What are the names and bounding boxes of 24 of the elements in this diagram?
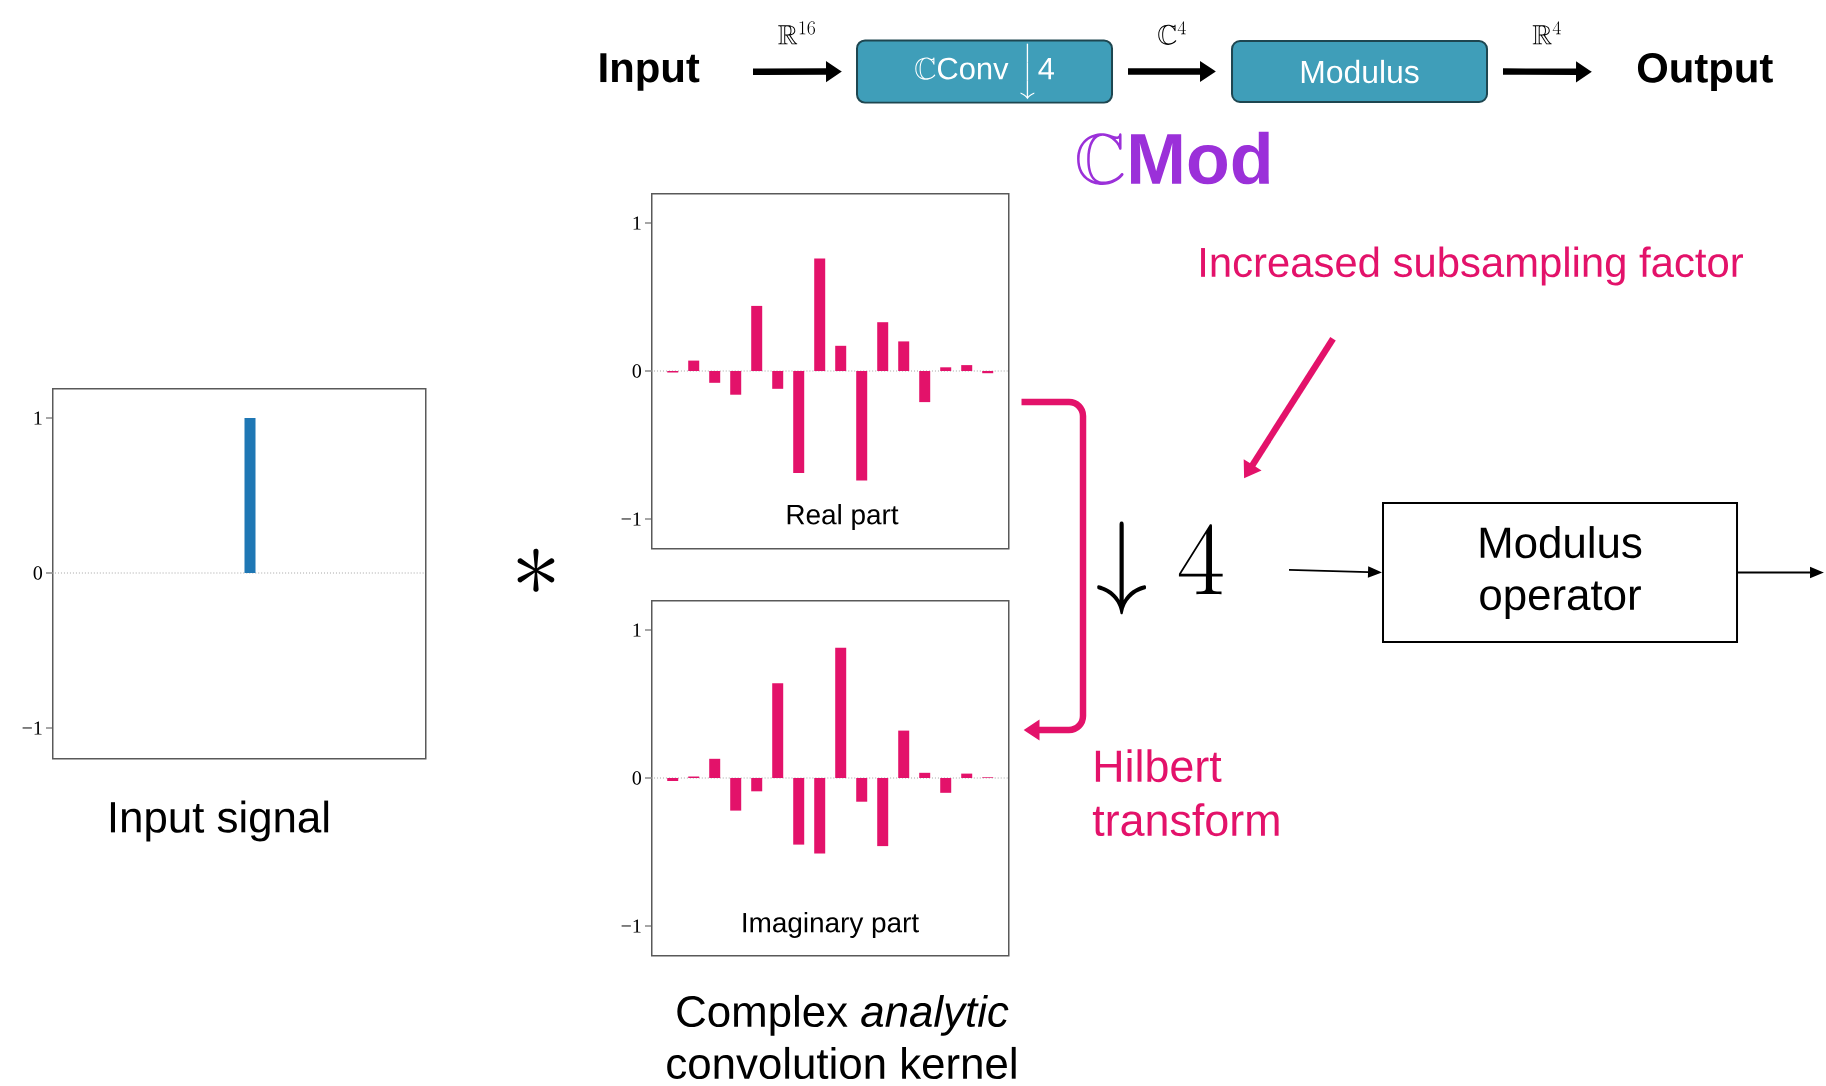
tick-label: −1: [621, 512, 641, 526]
flow-label: Output: [1637, 53, 1773, 91]
tick-label: 1: [633, 216, 641, 230]
edge-label: Hilbert transform: [1092, 749, 1279, 837]
tick-label: 0: [33, 566, 43, 580]
tick-label: −1: [621, 919, 641, 933]
tick-label: 0: [632, 771, 642, 785]
tick-label: 1: [34, 411, 42, 425]
edge-label: $\mathbb{C}^{4}$: [1158, 21, 1186, 45]
downsampling-symbol: $\downarrow 4$: [1097, 521, 1223, 615]
process-box: $\mathbb{C}\text{Conv}\ \Big\downarrow \text{4}$: [856, 39, 1113, 104]
process-box: Modulus: [1231, 40, 1488, 103]
tick-label: 1: [633, 623, 641, 637]
tick-label: 0: [632, 364, 642, 378]
flow-label: Input: [600, 53, 700, 91]
edge-label: $\mathbb{R}^{4}$: [1532, 21, 1561, 45]
convolution-symbol: $\ast$: [517, 548, 555, 592]
block-title: $\mathbb{C}\mathbf{Mod}$: [1077, 131, 1269, 185]
edge-label: $\mathbb{R}^{16}$: [778, 21, 816, 45]
process-box: Modulus operator: [1382, 502, 1738, 643]
arrow: [1021, 398, 1087, 741]
annotation-text: Increased subsampling factor: [1201, 246, 1743, 286]
chart-caption: Input signal: [110, 800, 329, 842]
tick-label: −1: [22, 721, 42, 735]
